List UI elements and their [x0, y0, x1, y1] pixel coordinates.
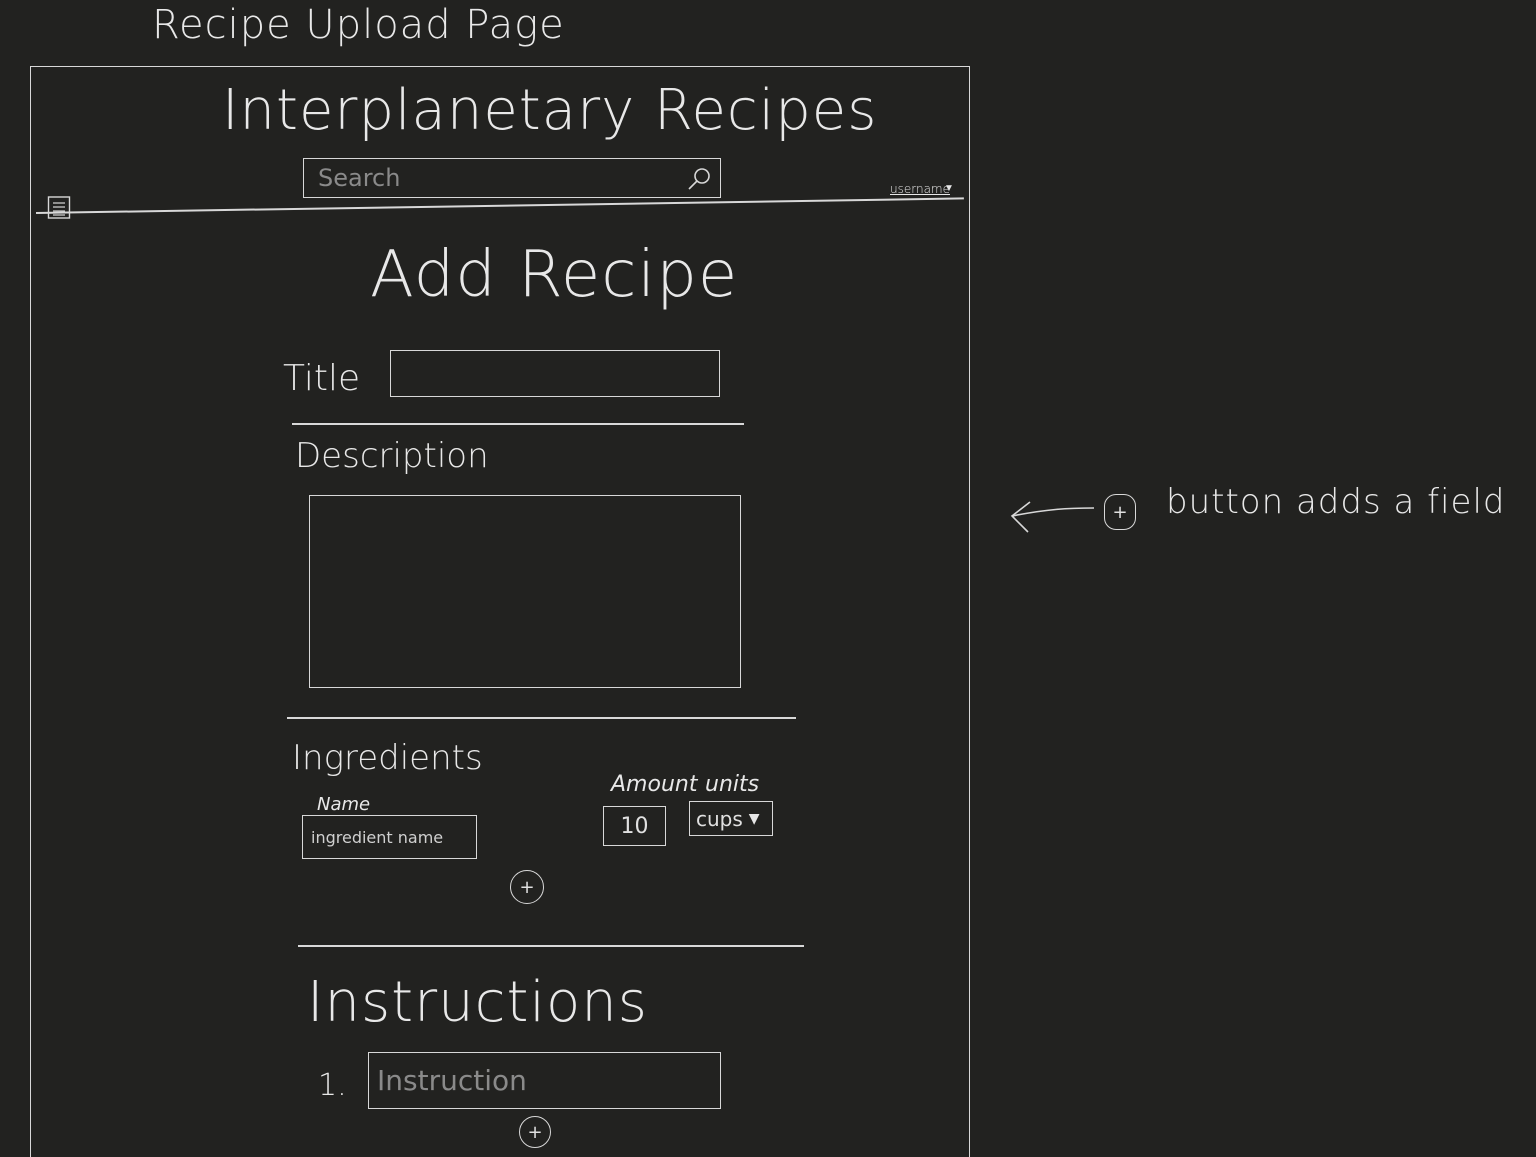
section-divider: [287, 717, 796, 719]
instruction-input[interactable]: [368, 1052, 721, 1109]
plus-icon-label: +: [1112, 501, 1128, 523]
units-label: units: [705, 772, 760, 797]
app-title: Interplanetary Recipes: [222, 78, 878, 143]
plus-icon: +: [527, 1121, 543, 1143]
add-instruction-button[interactable]: +: [519, 1116, 551, 1148]
description-input[interactable]: [309, 495, 741, 688]
menu-icon[interactable]: [47, 194, 71, 220]
page-heading: Add Recipe: [370, 238, 739, 312]
plus-icon: +: [519, 876, 535, 898]
annotation-text: button adds a field: [1166, 482, 1506, 522]
amount-input[interactable]: [603, 806, 666, 846]
units-value: cups: [696, 806, 743, 831]
description-label: Description: [295, 436, 489, 476]
amount-label: Amount: [611, 772, 698, 797]
plus-icon: +: [1104, 494, 1136, 530]
username-menu[interactable]: username: [890, 182, 950, 196]
instructions-label: Instructions: [307, 970, 648, 1035]
units-select[interactable]: cups ▼: [689, 801, 773, 836]
step-number: 1.: [318, 1068, 347, 1103]
dropdown-caret-icon: ▼: [748, 810, 760, 827]
section-divider: [298, 945, 804, 947]
ingredients-label: Ingredients: [292, 738, 483, 778]
arrow-left-icon: [1010, 501, 1095, 533]
section-divider: [292, 423, 744, 425]
ingredient-name-input[interactable]: [302, 815, 477, 859]
search-input[interactable]: [303, 158, 721, 198]
add-ingredient-button[interactable]: +: [510, 870, 544, 904]
dropdown-caret-icon[interactable]: ▼: [944, 183, 954, 194]
search-icon[interactable]: [686, 166, 712, 192]
ingredient-name-label: Name: [317, 794, 371, 815]
wireframe-frame: [30, 66, 970, 1157]
sketch-title: Recipe Upload Page: [152, 2, 565, 48]
title-label: Title: [283, 358, 361, 399]
title-input[interactable]: [390, 350, 720, 397]
